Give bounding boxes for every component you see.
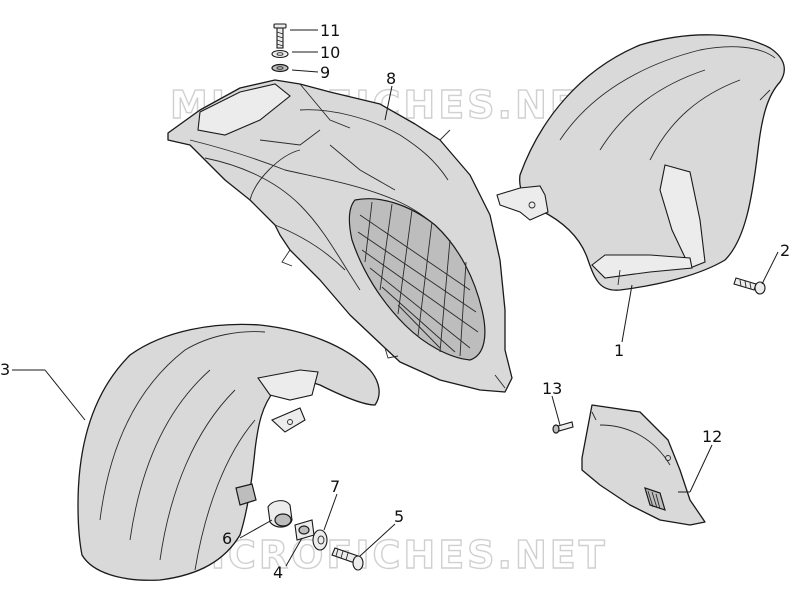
callout-6: 6	[222, 529, 232, 548]
callout-12: 12	[702, 427, 722, 446]
callout-3: 3	[0, 360, 10, 379]
cover-vents	[644, 487, 666, 511]
part-7-washer	[312, 529, 328, 551]
callout-2: 2	[780, 241, 790, 260]
part-11-screw	[273, 23, 287, 49]
callout-1: 1	[614, 341, 624, 360]
part-1-rear-mudguard	[496, 34, 785, 291]
grille-pattern	[357, 201, 479, 357]
callout-11: 11	[320, 21, 340, 40]
leader-lines	[12, 29, 779, 567]
part-10-washer	[271, 49, 289, 59]
part-13-screw	[552, 421, 574, 434]
part-4-bushing	[294, 519, 315, 541]
part-9-washer	[271, 63, 289, 73]
callout-5: 5	[394, 507, 404, 526]
callout-10: 10	[320, 43, 340, 62]
part-12-cover	[581, 404, 706, 526]
part-2-bolt	[733, 277, 766, 295]
part-8-front-shield	[167, 79, 513, 393]
part-6-spacer	[267, 500, 293, 528]
part-5-bolt	[331, 547, 364, 571]
part-3-front-mudguard	[77, 323, 380, 581]
watermark-bottom: MICROFICHES.NET	[170, 533, 608, 577]
callout-8: 8	[386, 69, 396, 88]
callout-9: 9	[320, 63, 330, 82]
callout-4: 4	[273, 563, 283, 582]
callout-7: 7	[330, 477, 340, 496]
callout-13: 13	[542, 379, 562, 398]
